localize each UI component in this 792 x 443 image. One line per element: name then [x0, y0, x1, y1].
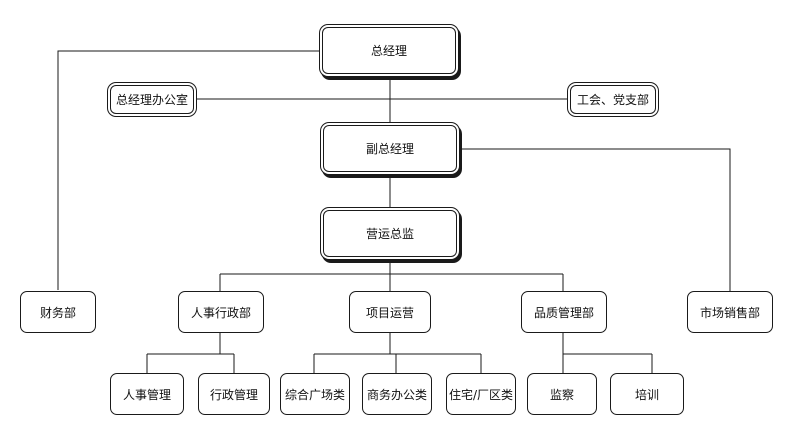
node-training: 培训 — [610, 373, 684, 415]
node-project-ops-label: 项目运营 — [365, 305, 414, 320]
connector-vicegm-marketing — [459, 148, 731, 291]
node-finance: 财务部 — [20, 291, 96, 333]
node-residential: 住宅/厂区类 — [446, 373, 516, 415]
node-quality: 品质管理部 — [521, 291, 607, 333]
node-ops-director-label: 营运总监 — [365, 227, 414, 241]
node-business-office-label: 商务办公类 — [366, 387, 427, 402]
connector-ceo-finance — [57, 50, 322, 290]
node-hr-admin: 人事行政部 — [178, 291, 264, 333]
node-vice-gm: 副总经理 — [323, 125, 457, 172]
node-hr-mgmt-label: 人事管理 — [122, 387, 171, 402]
node-plaza: 综合广场类 — [280, 373, 350, 415]
node-business-office: 商务办公类 — [362, 373, 432, 415]
node-union-label: 工会、党支部 — [576, 93, 649, 107]
node-residential-label: 住宅/厂区类 — [448, 387, 514, 402]
node-union: 工会、党支部 — [570, 85, 656, 114]
node-ceo: 总经理 — [322, 27, 456, 74]
node-ceo-label: 总经理 — [370, 44, 407, 58]
node-ops-director: 营运总监 — [323, 210, 457, 257]
node-hr-mgmt: 人事管理 — [110, 373, 184, 415]
node-finance-label: 财务部 — [39, 305, 76, 320]
node-hr-admin-label: 人事行政部 — [190, 305, 251, 320]
node-project-ops: 项目运营 — [349, 291, 431, 333]
node-vice-gm-label: 副总经理 — [365, 142, 414, 156]
node-plaza-label: 综合广场类 — [284, 387, 345, 402]
node-supervision-label: 监察 — [549, 387, 574, 402]
node-quality-label: 品质管理部 — [533, 305, 594, 320]
node-supervision: 监察 — [527, 373, 597, 415]
node-ceo-office: 总经理办公室 — [110, 85, 194, 114]
node-admin-mgmt-label: 行政管理 — [209, 387, 258, 402]
node-admin-mgmt: 行政管理 — [198, 373, 270, 415]
node-ceo-office-label: 总经理办公室 — [115, 93, 188, 107]
node-marketing-label: 市场销售部 — [699, 305, 760, 320]
node-training-label: 培训 — [634, 387, 659, 402]
node-marketing: 市场销售部 — [687, 291, 773, 333]
